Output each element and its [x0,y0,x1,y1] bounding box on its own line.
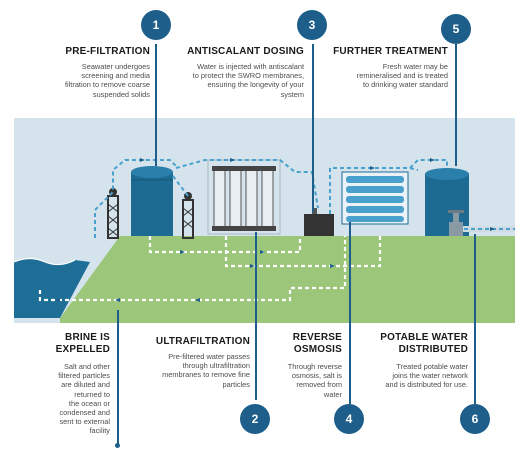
brine-description: Salt and other filtered particles are di… [58,362,110,436]
leader-line-2 [255,232,257,400]
step-4-description: Through reverse osmosis, salt is removed… [287,362,342,399]
leader-line-brine [117,310,119,445]
step-6-description: Treated potable water joins the water ne… [385,362,468,390]
step-2-badge: 2 [240,404,270,434]
reverse-osmosis-unit [341,171,409,225]
leader-line-4 [349,222,351,404]
brine-title: BRINE IS EXPELLED [55,332,110,355]
leader-line-5 [455,44,457,166]
ground [60,236,515,323]
step-6-title: POTABLE WATER DISTRIBUTED [380,332,468,355]
sea [14,258,90,318]
step-4-badge: 4 [334,404,364,434]
step-3-description: Water is injected with antiscalant to pr… [192,62,304,99]
step-2-description: Pre-filtered water passes through ultraf… [162,352,250,389]
step-5-description: Fresh water may be remineralised and is … [356,62,448,90]
leader-dot-brine [115,443,120,448]
leader-line-3 [312,44,314,212]
step-1-description: Seawater undergoes screening and media f… [64,62,150,99]
leader-line-1 [155,44,157,166]
step-1-title: PRE-FILTRATION [65,46,150,57]
pipe-brine [38,236,347,302]
step-5-badge: 5 [441,14,471,44]
pipe-ro [329,167,419,214]
step-5-title: FURTHER TREATMENT [333,46,448,57]
step-4-title: REVERSE OSMOSIS [292,332,342,355]
ultrafiltration-unit [207,159,281,235]
pre-filtration-tank [131,166,173,236]
leader-line-6 [474,234,476,404]
step-3-badge: 3 [297,10,327,40]
step-6-badge: 6 [460,404,490,434]
pipe-intake [94,159,179,238]
pipe-underground-2 [224,236,382,268]
step-2-title: ULTRAFILTRATION [155,336,250,347]
step-3-title: ANTISCALANT DOSING [187,46,304,57]
pipe-treatment [409,159,448,169]
antiscalant-dosing-box [304,208,334,236]
step-1-badge: 1 [141,10,171,40]
